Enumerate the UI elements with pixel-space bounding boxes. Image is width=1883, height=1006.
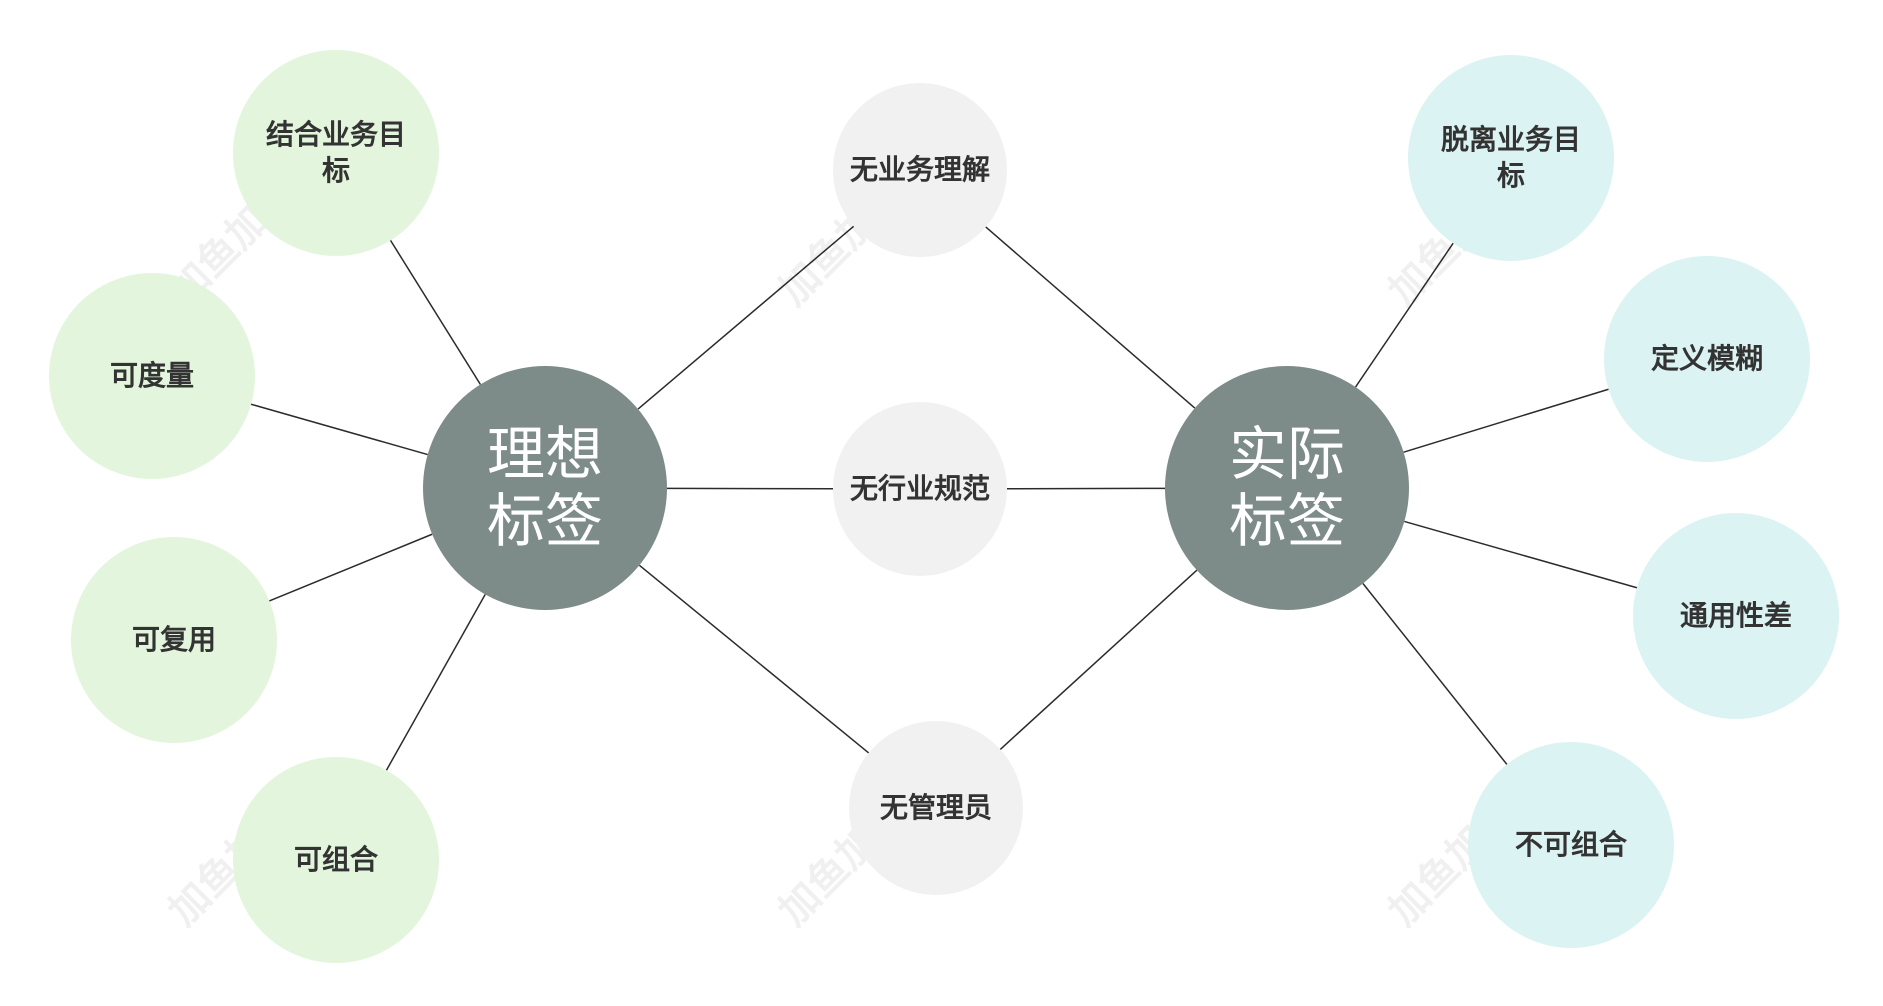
leaf-label: 无行业规范	[850, 471, 991, 505]
leaf-label: 无业务理解	[850, 152, 991, 186]
leaf-label: 无管理员	[879, 790, 992, 824]
connector-actual_hub-a_detached	[1354, 242, 1454, 388]
leaf-label: 脱离业务目标	[1440, 122, 1581, 192]
leaf-measurable[interactable]: 可度量	[49, 273, 255, 479]
leaf-label: 不可组合	[1514, 827, 1627, 861]
leaf-label: 结合业务目标	[265, 117, 406, 187]
hub-ideal-label: 理想标签	[486, 420, 603, 555]
connector-ideal_hub-i_composable	[385, 593, 486, 771]
connector-actual_hub-m_business	[985, 226, 1196, 409]
leaf-no-industry-standard[interactable]: 无行业规范	[833, 402, 1007, 576]
leaf-vague-definition[interactable]: 定义模糊	[1604, 256, 1810, 462]
leaf-composable[interactable]: 可组合	[233, 757, 439, 963]
leaf-no-business-understanding[interactable]: 无业务理解	[833, 83, 1007, 257]
leaf-label: 可度量	[109, 358, 194, 392]
connector-actual_hub-m_admin	[999, 569, 1198, 750]
leaf-no-administrator[interactable]: 无管理员	[849, 721, 1023, 895]
hub-actual-tag[interactable]: 实际标签	[1165, 366, 1409, 610]
connector-ideal_hub-i_reusable	[269, 533, 433, 602]
connector-ideal_hub-m_business	[637, 225, 855, 410]
leaf-reusable[interactable]: 可复用	[71, 537, 277, 743]
leaf-label: 通用性差	[1679, 598, 1792, 632]
leaf-detached-from-goal[interactable]: 脱离业务目标	[1408, 55, 1614, 261]
connector-ideal_hub-i_measurable	[250, 403, 428, 456]
connector-actual_hub-a_vague	[1403, 388, 1609, 453]
leaf-business-goal[interactable]: 结合业务目标	[233, 50, 439, 256]
leaf-label: 定义模糊	[1650, 341, 1763, 375]
leaf-not-composable[interactable]: 不可组合	[1468, 742, 1674, 948]
connector-actual_hub-a_poor	[1404, 520, 1638, 589]
connector-actual_hub-a_notcomp	[1362, 583, 1508, 765]
connector-ideal_hub-i_goal	[389, 239, 482, 385]
leaf-label: 可组合	[293, 842, 378, 876]
connector-ideal_hub-m_admin	[638, 564, 870, 754]
hub-ideal-tag[interactable]: 理想标签	[423, 366, 667, 610]
leaf-label: 可复用	[131, 622, 216, 656]
leaf-poor-generality[interactable]: 通用性差	[1633, 513, 1839, 719]
hub-actual-label: 实际标签	[1228, 420, 1345, 555]
